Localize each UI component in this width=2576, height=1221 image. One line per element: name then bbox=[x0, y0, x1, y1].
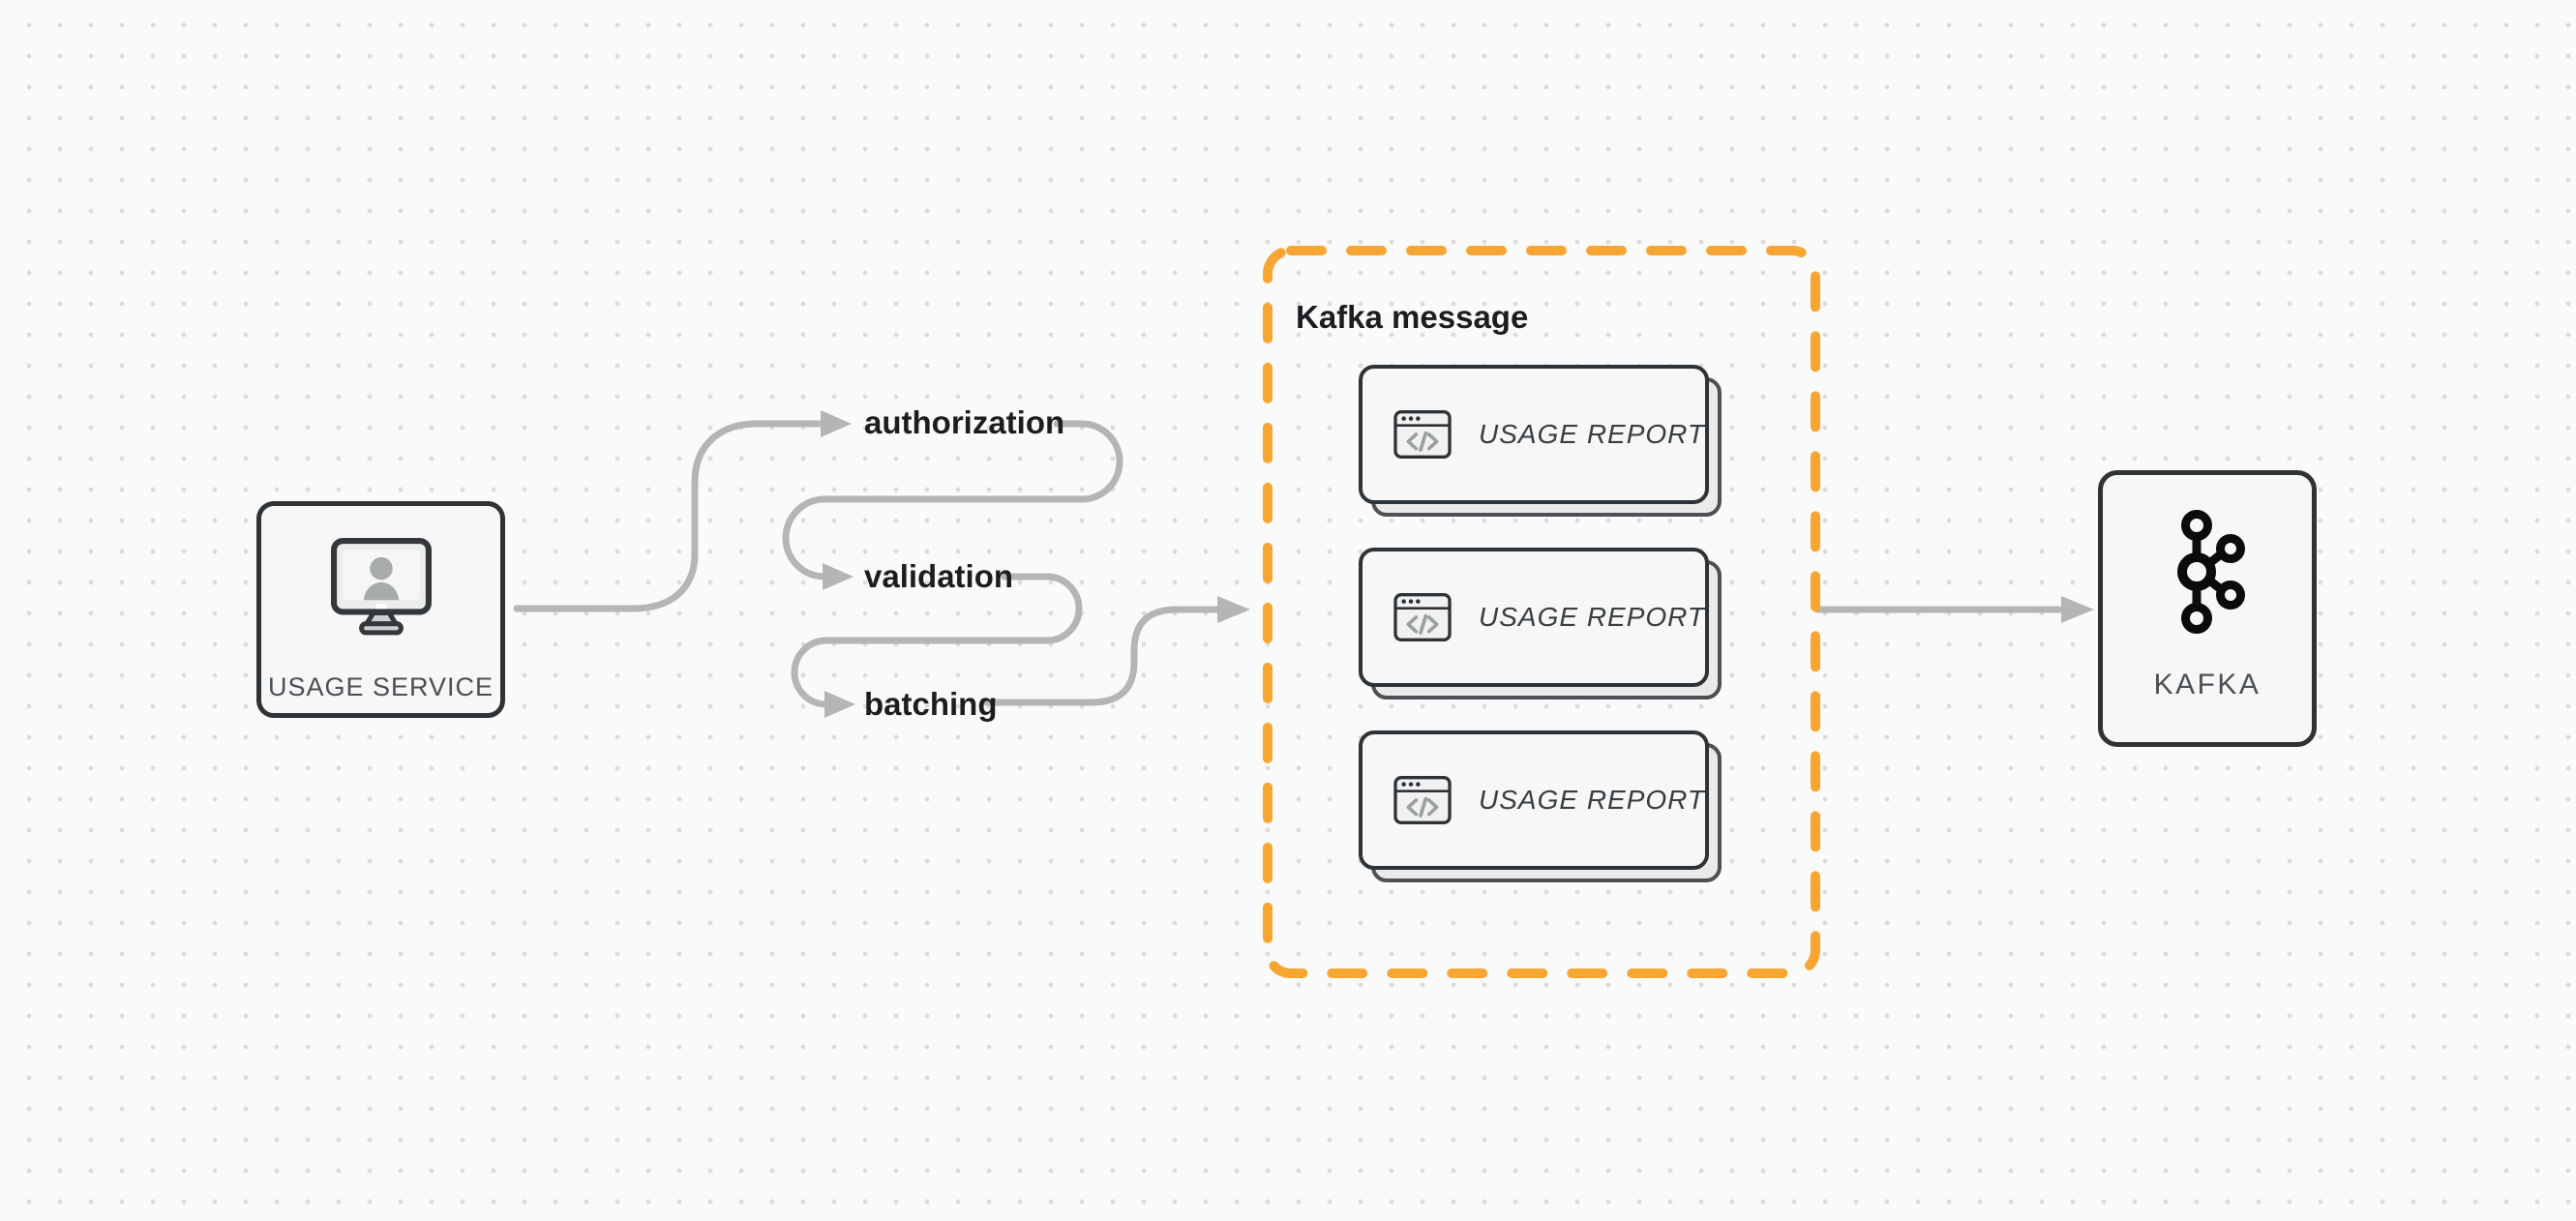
arrowhead-validation bbox=[823, 563, 854, 590]
usage-report-card-front: USAGE REPORT bbox=[1359, 365, 1709, 504]
usage-report-card: USAGE REPORT bbox=[1359, 365, 1722, 517]
kafka-logo-icon bbox=[2177, 510, 2245, 634]
usage-report-label: USAGE REPORT bbox=[1479, 602, 1705, 632]
code-window-icon bbox=[1393, 409, 1452, 460]
usage-report-card: USAGE REPORT bbox=[1359, 730, 1722, 882]
code-window-icon bbox=[1393, 592, 1452, 642]
usage-service-label: USAGE SERVICE bbox=[267, 672, 494, 701]
code-window-icon bbox=[1393, 775, 1452, 825]
usage-report-label: USAGE REPORT bbox=[1479, 785, 1705, 815]
kafka-message-dashed-border bbox=[1263, 246, 1820, 978]
arrowheads bbox=[821, 410, 2094, 718]
arrowhead-batching bbox=[824, 691, 855, 718]
usage-report-label: USAGE REPORT bbox=[1479, 419, 1705, 449]
flow-connectors bbox=[513, 420, 2063, 708]
monitor-user-icon bbox=[330, 538, 432, 636]
step-label-authorization: authorization bbox=[864, 404, 1065, 440]
kafka-node: KAFKA bbox=[2098, 470, 2317, 747]
arrowhead-authorization bbox=[821, 410, 852, 437]
step-label-validation: validation bbox=[864, 558, 1014, 594]
kafka-label: KAFKA bbox=[2153, 669, 2261, 700]
arrow-service-to-authorization bbox=[513, 420, 824, 612]
arrow-validation-to-batching bbox=[791, 573, 1083, 708]
arrowhead-into-kafka bbox=[2061, 596, 2094, 623]
usage-report-card-front: USAGE REPORT bbox=[1359, 730, 1709, 870]
arrowhead-into-kafka-message bbox=[1217, 596, 1250, 623]
usage-service-node: USAGE SERVICE bbox=[256, 501, 505, 718]
arrow-authorization-to-validation bbox=[782, 420, 1123, 581]
kafka-message-group-title: Kafka message bbox=[1296, 299, 1529, 335]
usage-report-card-front: USAGE REPORT bbox=[1359, 548, 1709, 687]
usage-report-card: USAGE REPORT bbox=[1359, 548, 1722, 700]
arrow-batching-to-kafka-message bbox=[983, 606, 1221, 706]
step-label-batching: batching bbox=[864, 686, 998, 722]
